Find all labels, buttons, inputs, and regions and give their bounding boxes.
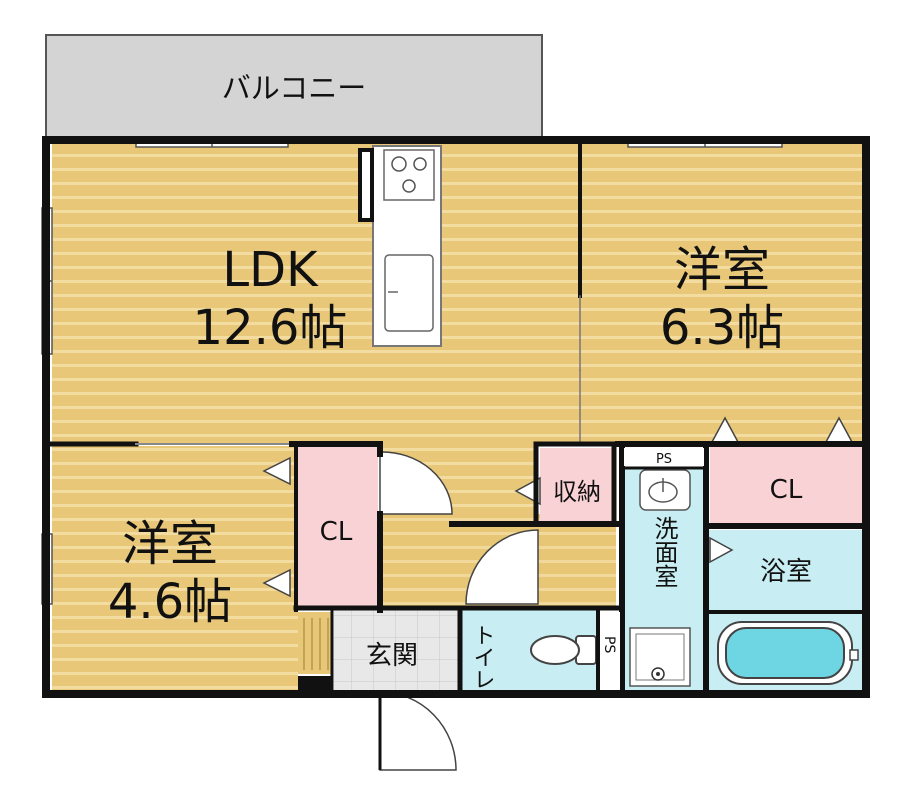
ps-top-label: PS [656,452,672,467]
storage-label: 収納 [553,478,601,506]
toilet-fixture [530,635,597,665]
washroom-label: 洗面室 [650,516,678,588]
closet-2-label: CL [770,475,803,505]
western-room-2-floor [52,446,298,692]
ps-top-box [624,448,704,466]
ldk-size: 12.6帖 [193,300,348,356]
washing-machine-pan [629,627,691,687]
toilet-label: トイレ [470,624,495,690]
room-labels: LDK 12.6帖 洋室 6.3帖 洋室 4.6帖 CL CL 収納 浴室 玄関… [108,242,812,690]
bathtub [717,621,859,685]
ldk-label: LDK [222,242,319,298]
western-room-1-size: 6.3帖 [660,300,784,356]
balcony: バルコニー [45,34,543,138]
closet-2-floor [710,446,862,526]
sink [384,254,434,332]
closet-1-floor [296,446,378,608]
shoe-box [298,612,332,674]
entrance-floor [334,610,458,690]
entrance-label: 玄関 [366,641,418,671]
western-room-1-floor [580,144,862,444]
storage-floor [540,448,612,524]
wash-basin [639,469,691,511]
floors [52,144,862,692]
closet-1-label: CL [320,517,353,547]
kitchen [358,145,442,347]
door-swings [378,451,539,771]
ps-side-label: PS [601,636,617,653]
ps-side-box [600,612,620,690]
western-room-2-size: 4.6帖 [108,574,232,630]
western-room-1-label: 洋室 [674,242,770,298]
ldk-floor [52,144,580,524]
walls [42,136,870,698]
western-room-2-label: 洋室 [122,516,218,572]
balcony-label: バルコニー [222,71,366,105]
bathroom-label: 浴室 [760,557,812,587]
